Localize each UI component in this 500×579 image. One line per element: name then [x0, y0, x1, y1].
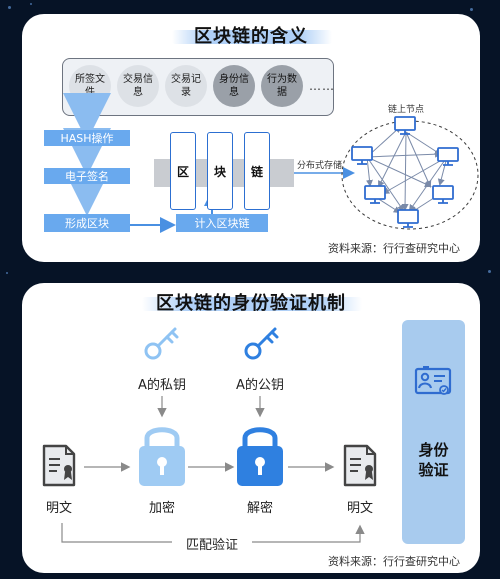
chain-block-2: 块 — [207, 132, 233, 210]
step-e-signature: 电子签名 — [44, 168, 130, 184]
verification-flow — [42, 327, 377, 543]
background-dot — [470, 8, 473, 11]
data-item-identity-info: 身份信息 — [213, 65, 255, 107]
step-form-block: 形成区块 — [44, 214, 130, 232]
chain-block-3: 链 — [244, 132, 270, 210]
private-key-label: A的私钥 — [138, 378, 186, 393]
background-dot — [488, 270, 491, 273]
decrypt-lock-icon — [237, 427, 283, 486]
data-item-transaction-info: 交易信息 — [117, 65, 159, 107]
encrypt-lock-icon — [139, 427, 185, 486]
chain-block-1: 区 — [170, 132, 196, 210]
identity-verification-box: 身份验证 — [402, 320, 465, 544]
source-note: 资料来源：行行查研究中心 — [328, 555, 460, 568]
panel-title: 区块链的含义 — [194, 26, 308, 47]
panel-title: 区块链的身份验证机制 — [156, 293, 346, 314]
identity-verification-panel: 区块链的身份验证机制 身份验证 — [22, 283, 480, 573]
node-monitor-icon — [351, 146, 373, 165]
more-items-ellipsis: …… — [309, 79, 335, 93]
plaintext-document-icon — [343, 444, 377, 487]
flow-connectors — [63, 93, 479, 233]
data-sources-box: 所签文件 交易信息 交易记录 身份信息 行为数据 …… — [62, 58, 334, 116]
background-dot — [6, 272, 8, 274]
data-item-transaction-record: 交易记录 — [165, 65, 207, 107]
background-dot — [8, 6, 11, 9]
node-monitor-icon — [397, 209, 419, 228]
id-card-icon — [414, 366, 452, 395]
background-dot — [30, 3, 32, 5]
blockchain-meaning-panel: 区块链的含义 所签文件 交易信息 交易记录 身份信息 行为数据 …… — [22, 14, 480, 262]
step-record-to-chain: 计入区块链 — [176, 214, 268, 232]
node-monitor-icon — [394, 116, 416, 135]
title-highlight — [142, 297, 362, 311]
plaintext-right-label: 明文 — [346, 501, 373, 516]
match-verification-label: 匹配验证 — [172, 534, 252, 553]
plaintext-document-icon — [42, 444, 76, 487]
private-key-icon — [144, 327, 179, 360]
identity-verification-label: 身份验证 — [418, 441, 449, 479]
public-key-icon — [244, 327, 279, 360]
source-note: 资料来源：行行查研究中心 — [328, 242, 460, 255]
decrypt-label: 解密 — [246, 501, 273, 516]
title-highlight — [172, 30, 332, 44]
distributed-storage-label: 分布式存储 — [297, 161, 343, 171]
chain-nodes-label: 链上节点 — [388, 105, 425, 115]
public-key-label: A的公钥 — [236, 378, 284, 393]
node-monitor-icon — [364, 185, 386, 204]
step-hash: HASH操作 — [44, 130, 130, 146]
data-item-behavior-data: 行为数据 — [261, 65, 303, 107]
node-monitor-icon — [437, 147, 459, 166]
encrypt-label: 加密 — [148, 501, 175, 516]
plaintext-left-label: 明文 — [45, 501, 72, 516]
node-monitor-icon — [432, 185, 454, 204]
